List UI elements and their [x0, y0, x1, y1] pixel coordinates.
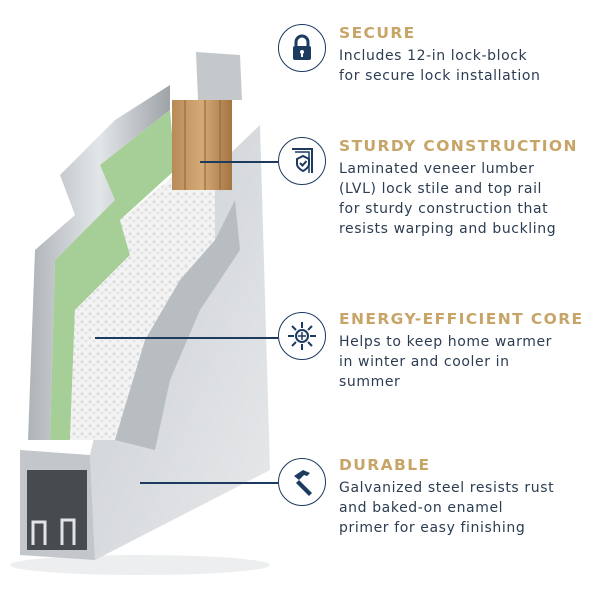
sun-snowflake-icon [288, 322, 316, 350]
feature-durable: DURABLE Galvanized steel resists rust an… [278, 456, 598, 546]
feature-energy-badge [278, 312, 326, 360]
lock-icon [293, 34, 311, 60]
sturdy-leader-line [200, 161, 278, 163]
feature-energy-title: ENERGY-EFFICIENT CORE [339, 310, 584, 328]
feature-secure: SECURE Includes 12-in lock-block for sec… [278, 24, 598, 104]
feature-durable-title: DURABLE [339, 456, 431, 474]
hammer-icon [294, 470, 312, 496]
feature-energy-efficient-core: ENERGY-EFFICIENT CORE Helps to keep home… [278, 310, 598, 390]
feature-secure-title: SECURE [339, 24, 416, 42]
durable-leader-line [140, 482, 278, 484]
energy-leader-line [95, 337, 278, 339]
feature-sturdy-construction: STURDY CONSTRUCTION Laminated veneer lum… [278, 137, 598, 247]
feature-sturdy-description: Laminated veneer lumber (LVL) lock stile… [339, 161, 557, 237]
feature-secure-description: Includes 12-in lock-block for secure loc… [339, 48, 541, 84]
door-frame-shield-icon [292, 148, 313, 173]
feature-durable-description: Galvanized steel resists rust and baked-… [339, 480, 555, 536]
feature-energy-description: Helps to keep home warmer in winter and … [339, 334, 553, 390]
feature-sturdy-badge [278, 137, 326, 185]
feature-durable-badge [278, 458, 326, 506]
feature-sturdy-title: STURDY CONSTRUCTION [339, 137, 578, 155]
feature-secure-badge [278, 24, 326, 72]
